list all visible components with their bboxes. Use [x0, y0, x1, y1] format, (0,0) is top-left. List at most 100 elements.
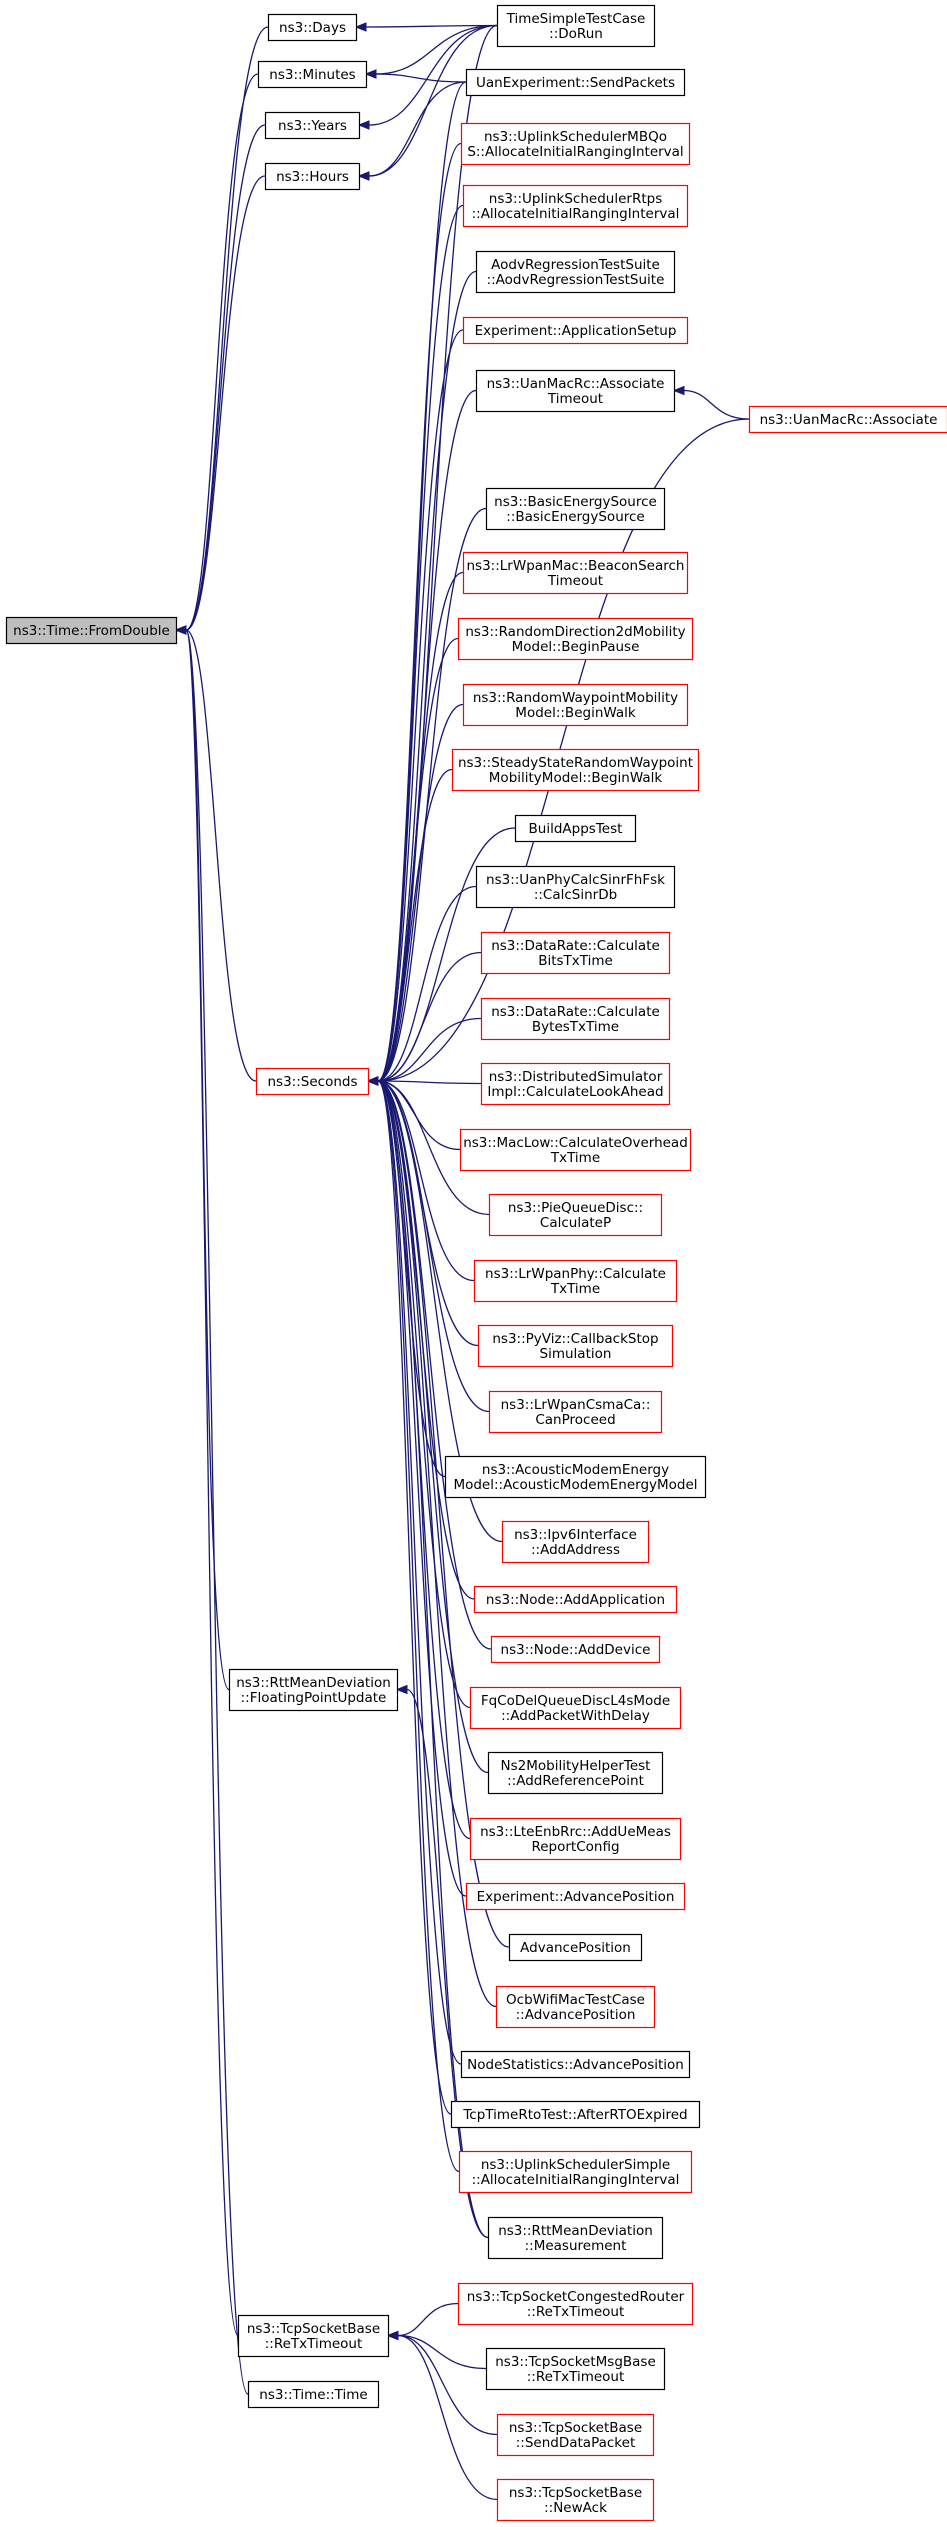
- edge-seconds-csmaca: [366, 1076, 490, 1413]
- node-label: ::ReTxTimeout: [527, 2304, 625, 2320]
- node-label: ns3::UplinkSchedulerRtps: [489, 191, 662, 207]
- node-box: [480, 997, 671, 1041]
- node-label: NodeStatistics::AdvancePosition: [467, 2057, 684, 2073]
- node-ns2mob[interactable]: Ns2MobilityHelperTest::AddReferencePoint: [487, 1751, 664, 1795]
- node-box: [490, 1635, 661, 1664]
- node-newack[interactable]: ns3::TcpSocketBase::NewAck: [496, 2478, 655, 2522]
- node-retx[interactable]: ns3::TcpSocketBase::ReTxTimeout: [237, 2314, 390, 2358]
- node-advance[interactable]: AdvancePosition: [508, 1933, 643, 1962]
- node-label: ns3::Node::AddDevice: [501, 1642, 651, 1658]
- node-basicenergy[interactable]: ns3::BasicEnergySource::BasicEnergySourc…: [485, 487, 666, 531]
- node-label: AodvRegressionTestSuite: [491, 257, 660, 273]
- node-seconds[interactable]: ns3::Seconds: [255, 1067, 370, 1096]
- node-nodestats[interactable]: NodeStatistics::AdvancePosition: [460, 2050, 691, 2079]
- node-box: [462, 551, 689, 595]
- node-box: [267, 13, 358, 42]
- node-adddev[interactable]: ns3::Node::AddDevice: [490, 1635, 661, 1664]
- edge-line: [368, 24, 498, 177]
- node-steady[interactable]: ns3::SteadyStateRandomWaypointMobilityMo…: [451, 748, 700, 792]
- node-fqcodel[interactable]: FqCoDelQueueDiscL4sMode::AddPacketWithDe…: [469, 1686, 682, 1730]
- node-hours[interactable]: ns3::Hours: [264, 162, 361, 191]
- node-aodv[interactable]: AodvRegressionTestSuite::AodvRegressionT…: [475, 250, 676, 294]
- node-uansend[interactable]: UanExperiment::SendPackets: [465, 68, 686, 97]
- node-box: [451, 748, 700, 792]
- node-box: [264, 111, 361, 140]
- node-uplinksimple[interactable]: ns3::UplinkSchedulerSimple::AllocateInit…: [458, 2150, 693, 2194]
- node-appsetup[interactable]: Experiment::ApplicationSetup: [462, 316, 689, 345]
- node-buildapps[interactable]: BuildAppsTest: [514, 814, 637, 843]
- node-ipv6[interactable]: ns3::Ipv6Interface::AddAddress: [501, 1520, 650, 1564]
- edge-seconds-ns2mob: [366, 1076, 489, 1774]
- edge-line: [377, 885, 477, 1082]
- node-msgbase[interactable]: ns3::TcpSocketMsgBase::ReTxTimeout: [485, 2347, 666, 2391]
- node-rttfloat[interactable]: ns3::RttMeanDeviation::FloatingPointUpda…: [228, 1668, 399, 1712]
- node-label: ns3::TcpSocketCongestedRouter: [467, 2289, 685, 2305]
- node-senddata[interactable]: ns3::TcpSocketBase::SendDataPacket: [496, 2413, 655, 2457]
- edge-line: [375, 73, 467, 83]
- edge-line: [377, 703, 464, 1082]
- node-label: OcbWifiMacTestCase: [506, 1992, 645, 2008]
- node-box: [480, 1062, 671, 1106]
- node-uplinkmbqos[interactable]: ns3::UplinkSchedulerMBQoS::AllocateIniti…: [460, 122, 691, 166]
- node-label: UanExperiment::SendPackets: [476, 75, 675, 91]
- node-expadvance[interactable]: Experiment::AdvancePosition: [465, 1882, 686, 1911]
- node-box: [488, 1193, 663, 1237]
- node-label: TcpTimeRtoTest::AfterRTOExpired: [462, 2107, 687, 2123]
- edge-uanassoc-uanassoc2: [672, 385, 750, 420]
- node-acoustic[interactable]: ns3::AcousticModemEnergyModel::AcousticM…: [444, 1455, 707, 1499]
- edge-line: [368, 81, 467, 177]
- node-fromdouble[interactable]: ns3::Time::FromDouble: [5, 616, 178, 645]
- node-label: ::ReTxTimeout: [265, 2336, 363, 2352]
- node-label: ::AllocateInitialRangingInterval: [472, 2172, 680, 2188]
- node-label: ns3::UplinkSchedulerMBQo: [484, 129, 667, 145]
- node-distsim[interactable]: ns3::DistributedSimulatorImpl::Calculate…: [480, 1062, 671, 1106]
- node-days[interactable]: ns3::Days: [267, 13, 358, 42]
- node-box: [487, 2216, 664, 2260]
- node-congrouter[interactable]: ns3::TcpSocketCongestedRouter::ReTxTimeo…: [457, 2282, 694, 2326]
- node-label: S::AllocateInitialRangingInterval: [467, 144, 683, 160]
- edge-arrowhead: [386, 2330, 399, 2341]
- node-label: Impl::CalculateLookAhead: [487, 1084, 663, 1100]
- edge-line: [377, 329, 464, 1082]
- edge-arrowhead: [395, 1684, 408, 1695]
- node-years[interactable]: ns3::Years: [264, 111, 361, 140]
- node-piequeue[interactable]: ns3::PieQueueDisc::CalculateP: [488, 1193, 663, 1237]
- node-randway[interactable]: ns3::RandomWaypointMobilityModel::BeginW…: [462, 683, 689, 727]
- node-ocbwifi[interactable]: OcbWifiMacTestCase::AdvancePosition: [495, 1985, 656, 2029]
- node-csmaca[interactable]: ns3::LrWpanCsmaCa::CanProceed: [488, 1390, 663, 1434]
- node-tcprto[interactable]: TcpTimeRtoTest::AfterRTOExpired: [450, 2100, 701, 2129]
- node-uplinkrtps[interactable]: ns3::UplinkSchedulerRtps::AllocateInitia…: [462, 184, 689, 228]
- node-label: ns3::Hours: [276, 169, 349, 185]
- node-box: [473, 1259, 678, 1303]
- node-box: [460, 122, 691, 166]
- node-minutes[interactable]: ns3::Minutes: [257, 60, 368, 89]
- edge-arrowhead: [174, 625, 187, 635]
- node-uanassoc2[interactable]: ns3::UanMacRc::Associate: [748, 405, 947, 434]
- node-box: [264, 162, 361, 191]
- node-label: ns3::RandomDirection2dMobility: [465, 624, 685, 640]
- node-label: ns3::RttMeanDeviation: [236, 1675, 391, 1691]
- node-label: Model::BeginWalk: [515, 705, 636, 721]
- node-rttmeas[interactable]: ns3::RttMeanDeviation::Measurement: [487, 2216, 664, 2260]
- node-label: ns3::UanMacRc::Associate: [760, 412, 938, 428]
- node-randdir[interactable]: ns3::RandomDirection2dMobilityModel::Beg…: [457, 617, 694, 661]
- node-label: Experiment::ApplicationSetup: [475, 323, 677, 339]
- node-uanphy[interactable]: ns3::UanPhyCalcSinrFhFsk::CalcSinrDb: [475, 865, 676, 909]
- node-box: [460, 2050, 691, 2079]
- edge-arrowhead: [357, 171, 370, 181]
- node-addapp[interactable]: ns3::Node::AddApplication: [473, 1585, 678, 1614]
- node-timetime[interactable]: ns3::Time::Time: [247, 2380, 380, 2409]
- node-label: ReportConfig: [531, 1839, 619, 1855]
- node-label: ns3::DataRate::Calculate: [491, 1004, 660, 1020]
- edge-line: [377, 204, 464, 1082]
- edge-fromdouble-seconds: [174, 625, 257, 1082]
- node-timesimple[interactable]: TimeSimpleTestCase::DoRun: [496, 4, 656, 48]
